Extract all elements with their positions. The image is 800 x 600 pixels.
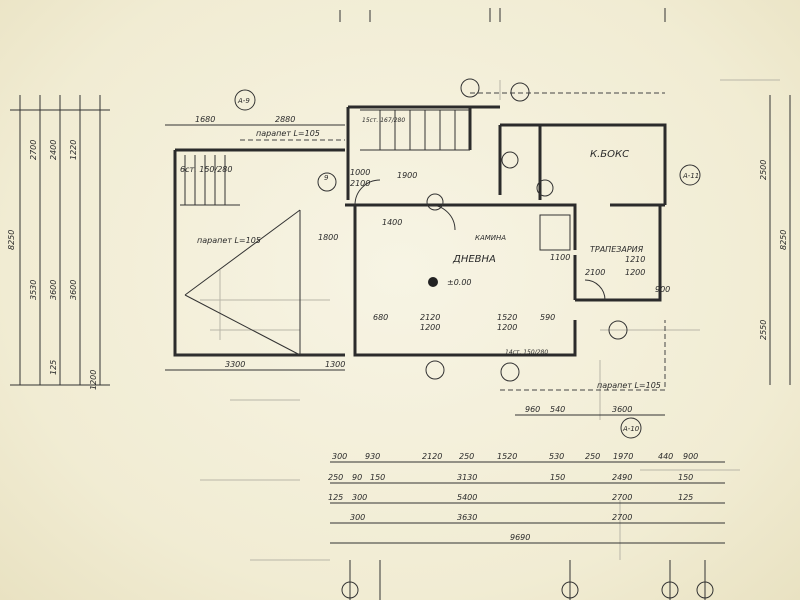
dim-label: 680 (373, 313, 388, 322)
dim-label: 2700 (29, 140, 38, 160)
dim-label: 1200 (497, 323, 517, 332)
dim-label: 1210 (625, 255, 645, 264)
dim-label: 2880 (275, 115, 295, 124)
dim-label: 3300 (225, 360, 245, 369)
dim-label: 3630 (457, 513, 477, 522)
bleed-through-lines (200, 79, 780, 561)
axis-9: 9 (324, 174, 329, 182)
level-marker-icon (428, 277, 438, 287)
dim-label: 8250 (779, 230, 788, 250)
interior-lines (180, 92, 666, 391)
dim-label: 2550 (759, 320, 768, 340)
axis-a11: A-11 (682, 172, 699, 180)
dim-label: 1520 (497, 313, 517, 322)
dim-label: 150 (550, 473, 565, 482)
dim-label: 1220 (69, 140, 78, 160)
dim-label: 300 (350, 513, 365, 522)
dim-label: 3600 (69, 280, 78, 300)
dim-label: 1520 (497, 452, 517, 461)
axis-marker (679, 164, 701, 186)
dim-label: 150 (370, 473, 385, 482)
plan-dimensions: 1400 1800 1900 680 2120 1200 1520 1200 5… (318, 168, 670, 332)
dim-label: 900 (683, 452, 698, 461)
dim-label: 3530 (29, 280, 38, 300)
axis-marker (234, 89, 256, 111)
dim-label: 3130 (457, 473, 477, 482)
dim-label: 2500 (759, 160, 768, 180)
dim-label: 125 (328, 493, 343, 502)
dim-label: 1970 (613, 452, 633, 461)
axis-marker (620, 417, 642, 439)
room-living: ДНЕВНА (452, 254, 496, 265)
note-parapet-right: парапет L=105 (597, 381, 661, 390)
dim-label: 8250 (7, 230, 16, 250)
dim-label: 300 (352, 493, 367, 502)
dim-label: 590 (540, 313, 555, 322)
dim-label: 3600 (49, 280, 58, 300)
dim-label: 930 (365, 452, 380, 461)
dim-label: 1000 (350, 168, 370, 177)
dim-label: 125 (678, 493, 693, 502)
dim-label: 1200 (89, 370, 98, 390)
note-parapet-top: парапет L=105 (256, 129, 320, 138)
dim-label: 2100 (585, 268, 605, 277)
dim-label: 540 (550, 405, 565, 414)
dimension-chains: 300 930 2120 250 1520 530 250 1970 440 9… (328, 452, 698, 542)
dim-label: 1200 (625, 268, 645, 277)
dim-label: 530 (549, 452, 564, 461)
dim-label: 3600 (612, 405, 632, 414)
level-label: ±0.00 (447, 278, 472, 287)
axis-a10: A-10 (622, 425, 640, 433)
dim-label: 250 (585, 452, 600, 461)
dim-label: 2700 (612, 513, 632, 522)
note-parapet-left: парапет L=105 (197, 236, 261, 245)
dim-label: 5400 (457, 493, 477, 502)
dim-label: 2100 (350, 179, 370, 188)
note-stairs-inner: 15ст. 167/280 (362, 117, 405, 124)
dimension-lines (10, 8, 791, 600)
dim-label: 1680 (195, 115, 215, 124)
dim-label: 900 (655, 285, 670, 294)
dim-label: 1100 (550, 253, 570, 262)
dim-label: 2120 (420, 313, 440, 322)
left-dimensions: 8250 2700 3530 1200 2400 3600 125 1220 3… (7, 140, 788, 390)
axis-a9: A-9 (237, 97, 250, 105)
room-dining: ТРАПЕЗАРИЯ (590, 245, 644, 254)
dim-label: 2490 (612, 473, 632, 482)
dim-label: 2120 (422, 452, 442, 461)
dim-label: 1900 (397, 171, 417, 180)
dim-label: 250 (459, 452, 474, 461)
dim-label: 440 (658, 452, 673, 461)
dim-label: 9690 (510, 533, 530, 542)
dim-label: 1800 (318, 233, 338, 242)
dim-label: 2400 (49, 140, 58, 160)
dim-label: 150 (678, 473, 693, 482)
dim-label: 1400 (382, 218, 402, 227)
room-fireplace: КАМИНА (475, 234, 506, 242)
dim-label: 125 (49, 360, 58, 375)
dim-label: 90 (352, 473, 362, 482)
note-stairs-left: 6ст. 150/280 (180, 165, 232, 174)
room-box: К.БОКС (590, 149, 629, 160)
dim-label: 960 (525, 405, 540, 414)
axis-markers: A-9 A-10 A-11 9 (234, 78, 714, 599)
dim-label: 2700 (612, 493, 632, 502)
dim-label: 1200 (420, 323, 440, 332)
note-stairs-bottom: 14ст. 150/280 (505, 349, 548, 356)
dim-label: 1300 (325, 360, 345, 369)
axis-marker (317, 172, 337, 192)
dim-label: 250 (328, 473, 343, 482)
dim-label: 300 (332, 452, 347, 461)
